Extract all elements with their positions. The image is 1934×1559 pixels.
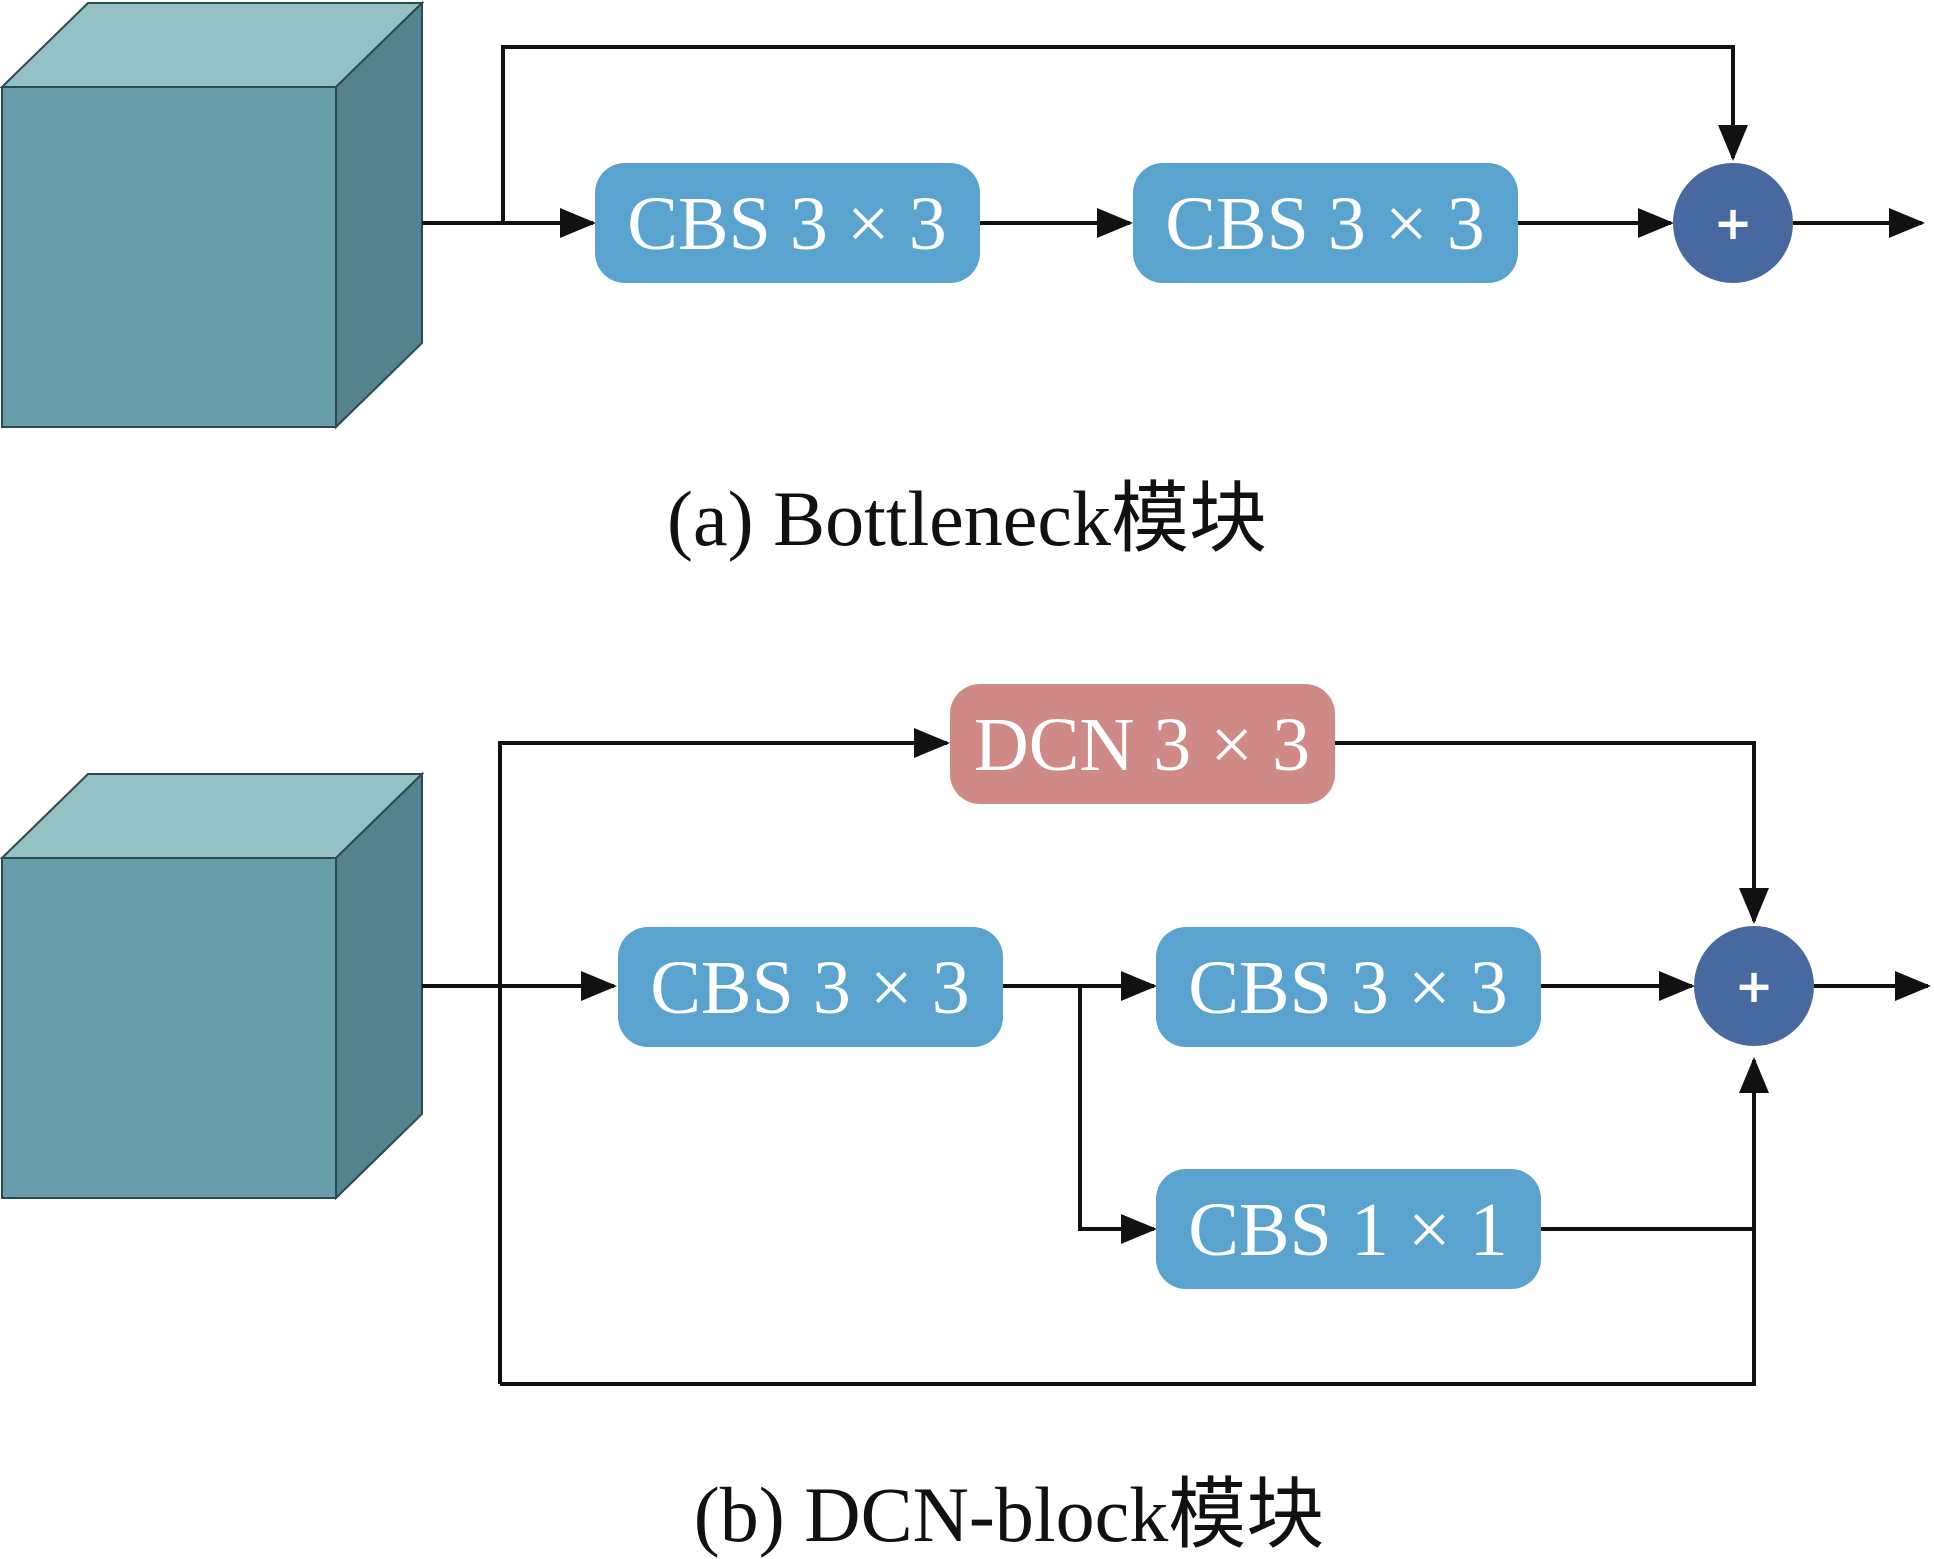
arrow-skip-connection-b xyxy=(500,1057,1769,1386)
cbs-block-b-1-label: CBS 3 × 3 xyxy=(650,946,970,1030)
cube-front-face xyxy=(1,86,337,428)
cbs-block-b-1-body xyxy=(618,927,1003,1047)
arrow-skip-connection-a xyxy=(501,45,1748,223)
cbs-block-a-1-label: CBS 3 × 3 xyxy=(627,182,947,266)
cbs-block-a-2-body xyxy=(1133,163,1518,283)
input-feature-cube-b xyxy=(0,771,425,1201)
arrow-input-to-dcn xyxy=(498,728,950,1384)
sum-node-b-circle xyxy=(1694,926,1814,1046)
arrow-dcn-to-sum xyxy=(1335,741,1769,924)
cbs-block-a-2-label: CBS 3 × 3 xyxy=(1165,182,1485,266)
dcn-block-body xyxy=(950,684,1335,804)
cbs-block-b-2-body xyxy=(1156,927,1541,1047)
cbs-block-b-3-body xyxy=(1156,1169,1541,1289)
cbs-block-b-3: CBS 1 × 1 xyxy=(1156,1169,1541,1289)
cbs-block-b-1: CBS 3 × 3 xyxy=(618,927,1003,1047)
cbs-block-b-2: CBS 3 × 3 xyxy=(1156,927,1541,1047)
sum-node-b: + xyxy=(1694,926,1814,1046)
cbs-block-a-1-body xyxy=(595,163,980,283)
arrow-cbs-b-1-to-cbs-b-3 xyxy=(1078,986,1157,1244)
cbs-block-a-1: CBS 3 × 3 xyxy=(595,163,980,283)
dcn-block-label: DCN 3 × 3 xyxy=(974,703,1310,787)
caption-a: (a) Bottleneck模块 xyxy=(667,475,1267,562)
plus-icon: + xyxy=(1735,959,1774,1013)
input-feature-cube-a xyxy=(0,0,425,430)
plus-icon: + xyxy=(1714,196,1753,250)
cbs-block-b-3-label: CBS 1 × 1 xyxy=(1188,1188,1508,1272)
sum-node-a-circle xyxy=(1673,163,1793,283)
cbs-block-b-2-label: CBS 3 × 3 xyxy=(1188,946,1508,1030)
diagram-a-bottleneck: CBS 3 × 3 CBS 3 × 3 + (a) Bottleneck模块 xyxy=(0,0,1925,562)
caption-b: (b) DCN-block模块 xyxy=(694,1471,1324,1558)
diagram-b-dcn-block: DCN 3 × 3 CBS 3 × 3 CBS 3 × 3 CBS 1 × 1 … xyxy=(0,684,1931,1558)
cube-front-face xyxy=(1,857,337,1199)
dcn-block: DCN 3 × 3 xyxy=(950,684,1335,804)
sum-node-a: + xyxy=(1673,163,1793,283)
cbs-block-a-2: CBS 3 × 3 xyxy=(1133,163,1518,283)
